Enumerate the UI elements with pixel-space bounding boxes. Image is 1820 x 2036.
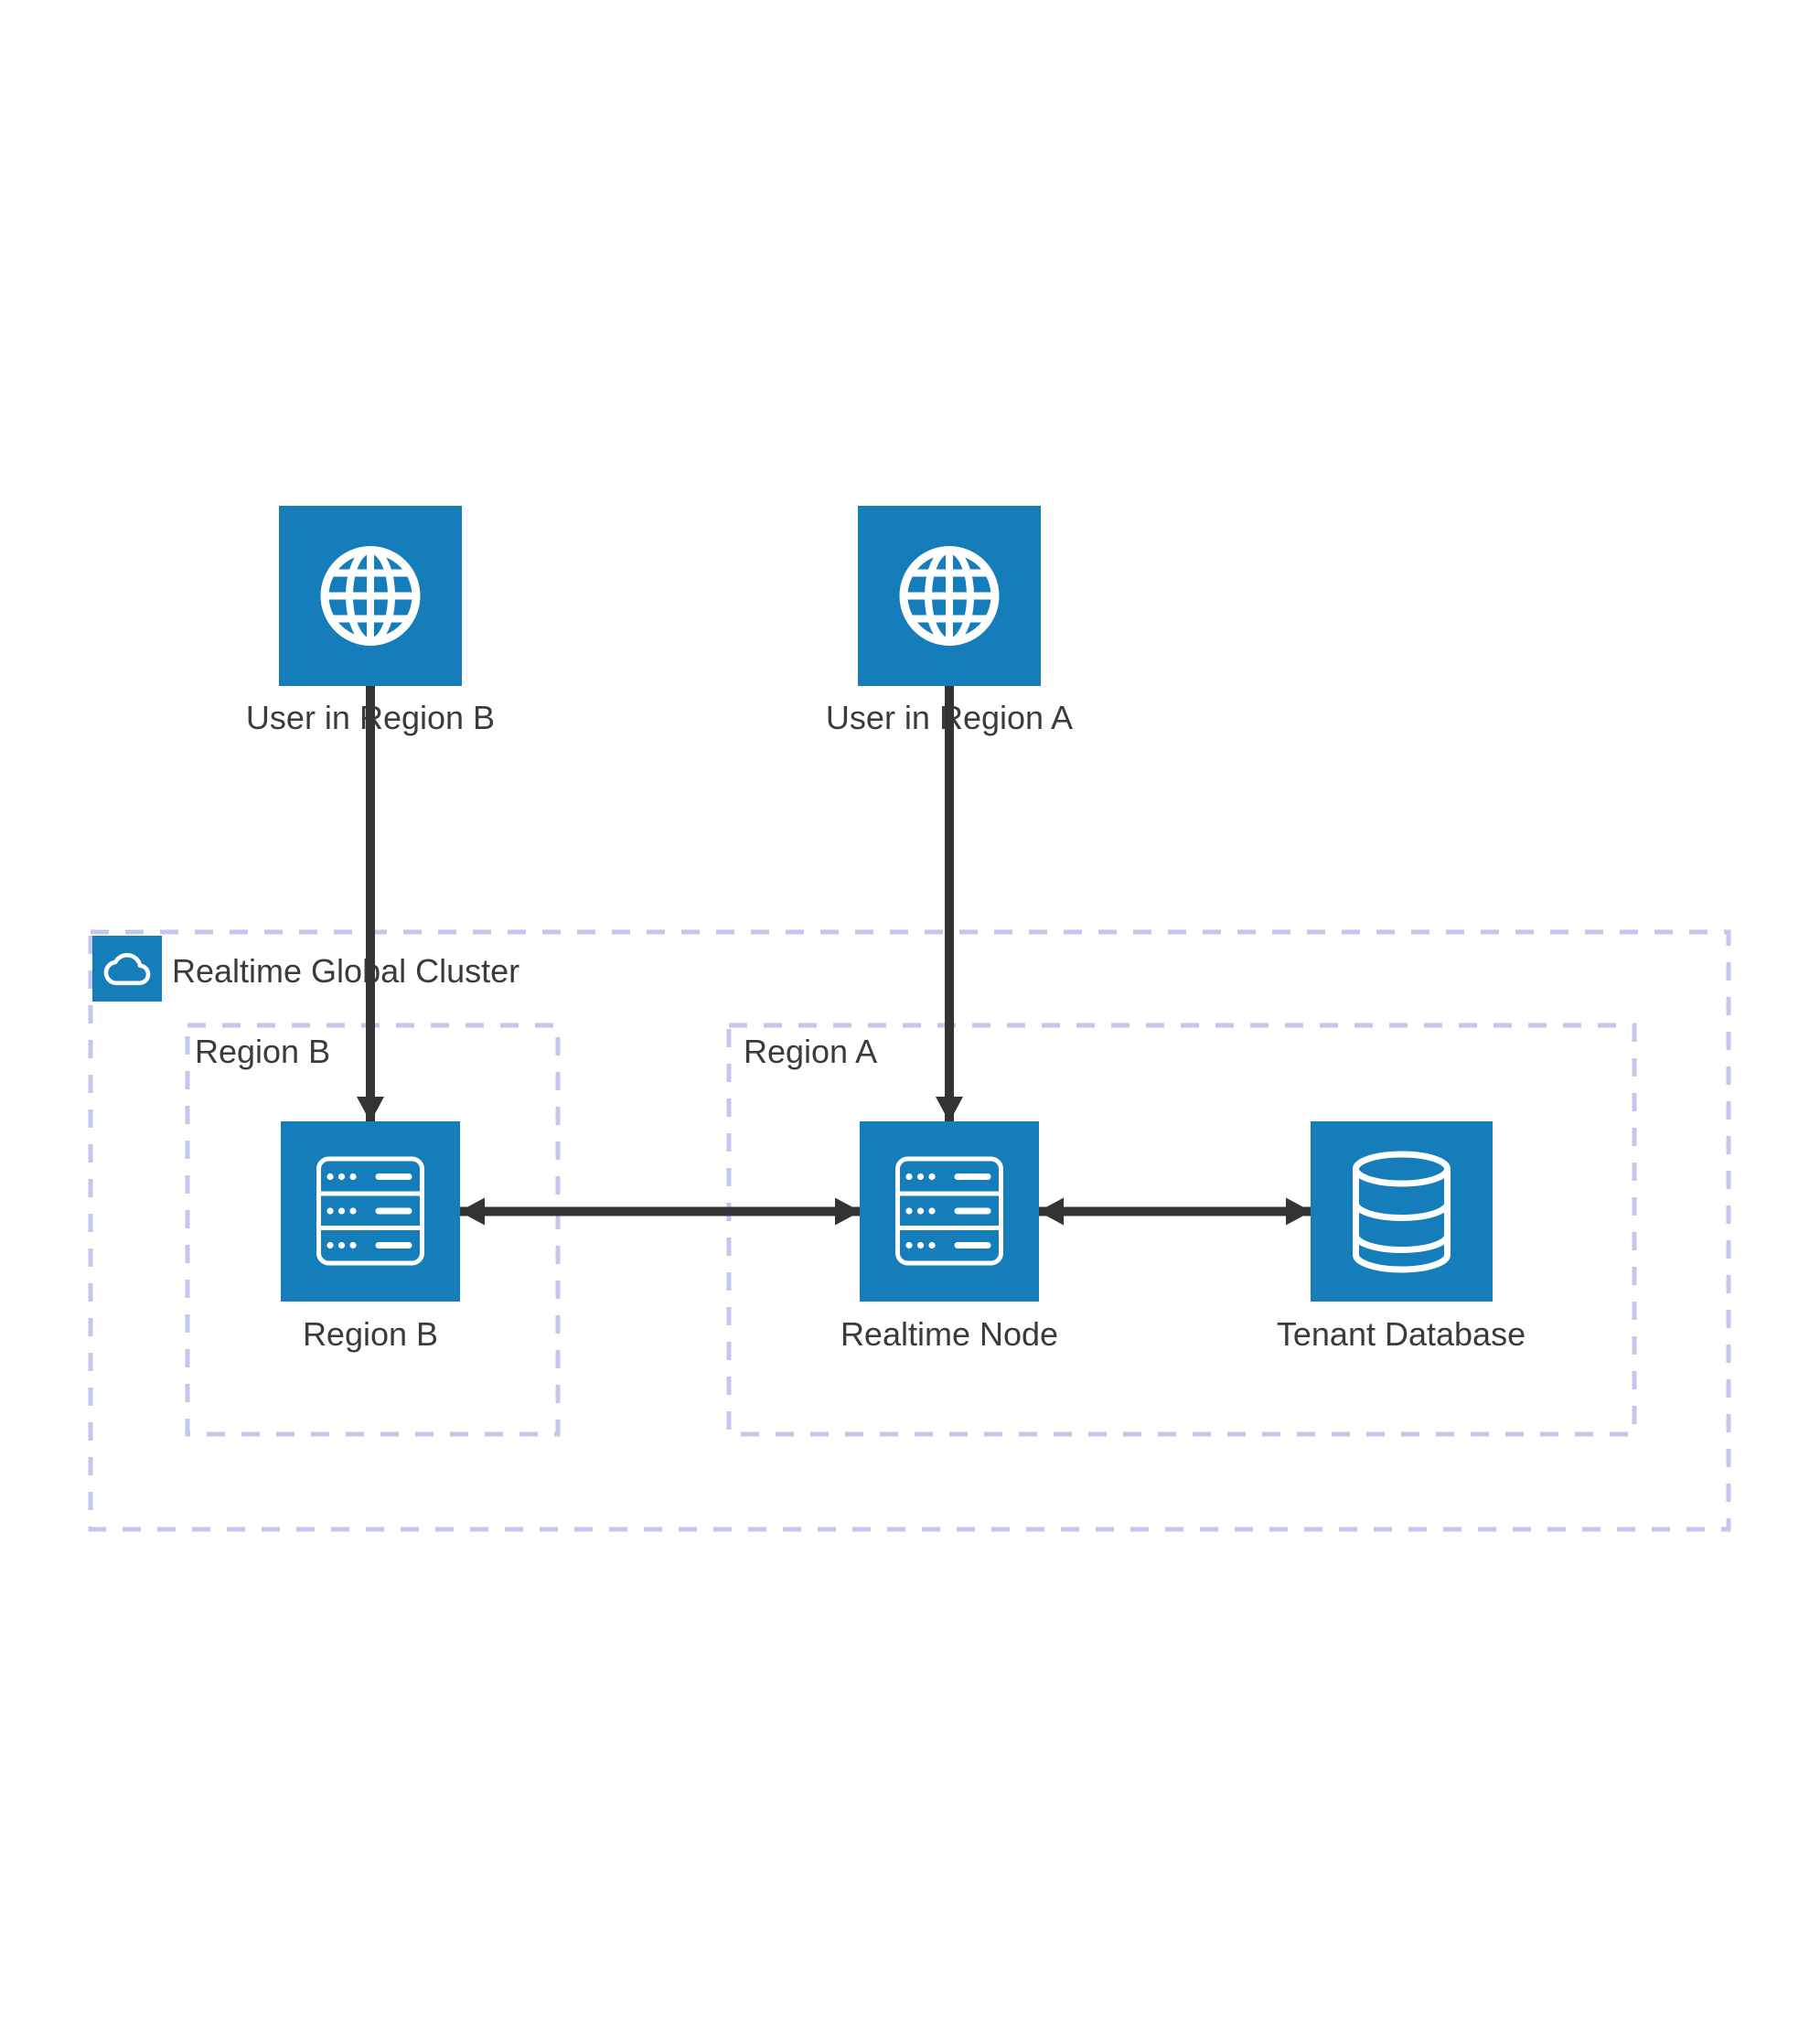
realtime-node-label: Realtime Node	[840, 1315, 1059, 1353]
user-region-a-node	[858, 506, 1041, 686]
cluster-boundary	[88, 929, 1731, 1532]
region-b-node-label: Region B	[302, 1315, 439, 1353]
tenant-database-label: Tenant Database	[1276, 1315, 1526, 1353]
region-a-boundary-label: Region A	[744, 1033, 878, 1070]
region-a-boundary	[726, 1023, 1637, 1437]
cloud-icon	[104, 953, 150, 985]
cluster-badge	[92, 936, 162, 1002]
tenant-database-node	[1311, 1121, 1493, 1302]
node-box	[858, 506, 1041, 686]
database-icon	[1356, 1154, 1448, 1270]
realtime-node	[860, 1121, 1039, 1302]
region-b-server-node	[281, 1121, 460, 1302]
server-icon	[898, 1159, 1001, 1263]
server-icon	[319, 1159, 423, 1263]
user-region-a-label: User in Region A	[825, 699, 1074, 736]
node-box	[1311, 1121, 1493, 1302]
globe-icon	[325, 551, 416, 642]
badge-box	[92, 936, 162, 1002]
node-box	[279, 506, 462, 686]
region-b-boundary-label: Region B	[195, 1033, 331, 1070]
region-b-boundary	[185, 1023, 561, 1437]
node-box	[860, 1121, 1039, 1302]
cluster-label: Realtime Global Cluster	[172, 952, 520, 990]
globe-icon	[904, 551, 995, 642]
node-box	[281, 1121, 460, 1302]
user-region-b-node	[279, 506, 462, 686]
user-region-b-label: User in Region B	[245, 699, 496, 736]
